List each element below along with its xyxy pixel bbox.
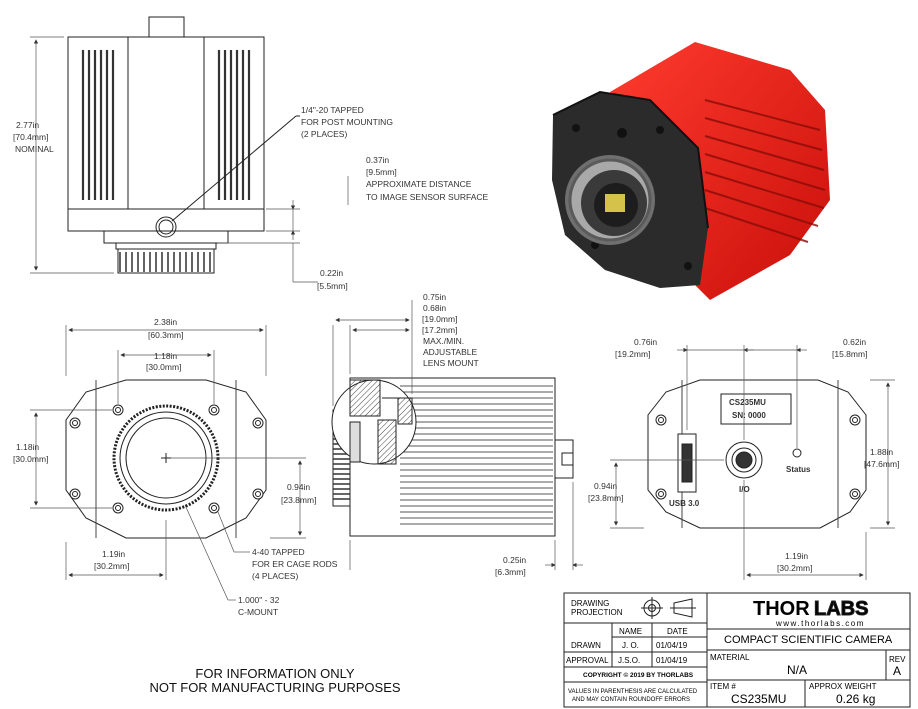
back-right-mm-label: [15.8mm]	[832, 349, 867, 359]
date-header: DATE	[667, 627, 688, 636]
back-right-in-label: 0.62in	[843, 337, 866, 347]
projection-line2: PROJECTION	[571, 608, 623, 617]
holes-mm-label: [30.0mm]	[146, 362, 181, 372]
front-view	[65, 379, 267, 539]
center-in-label: 0.94in	[287, 482, 310, 492]
width-mm-label: [60.3mm]	[148, 330, 183, 340]
values-line2: AND MAY CONTAIN ROUNDOFF ERRORS	[572, 697, 690, 703]
drawn-name: J. O.	[622, 641, 639, 650]
status-label: Status	[786, 465, 811, 474]
back-bottom-mm-label: [30.2mm]	[777, 563, 812, 573]
camera-render	[552, 42, 830, 300]
back-center-mm-label: [23.8mm]	[588, 493, 623, 503]
lens-max-mm-label: [19.0mm]	[422, 314, 457, 324]
thorlabs-logo-b: LABS	[814, 598, 868, 620]
rear-model-label: CS235MU	[729, 398, 766, 407]
lens-line2: ADJUSTABLE	[423, 347, 477, 357]
lens-min-in-label: 0.68in	[423, 303, 446, 313]
rods-line2: FOR ER CAGE RODS	[252, 559, 338, 569]
width-in-label: 2.38in	[154, 317, 177, 327]
lens-min-mm-label: [17.2mm]	[422, 325, 457, 335]
sensor-line1: APPROXIMATE DISTANCE	[366, 179, 472, 189]
drawn-date: 01/04/19	[656, 641, 688, 650]
lens-line3: LENS MOUNT	[423, 358, 479, 368]
material-label: MATERIAL	[710, 653, 750, 662]
back-left-mm-label: [19.2mm]	[615, 349, 650, 359]
info-note-line2: NOT FOR MANUFACTURING PURPOSES	[149, 680, 401, 695]
weight-value: 0.26 kg	[836, 692, 875, 706]
height-in-label: 2.77in	[16, 120, 39, 130]
rev-label: REV	[889, 655, 906, 664]
front-view-dimensions	[30, 325, 306, 601]
rear-serial-label: SN: 0000	[732, 411, 766, 420]
back-left-in-label: 0.76in	[634, 337, 657, 347]
sensor-mm-label: [9.5mm]	[366, 167, 397, 177]
back-h-in-label: 1.88in	[870, 447, 893, 457]
tapped-line2: FOR POST MOUNTING	[301, 117, 393, 127]
rev-value: A	[893, 664, 901, 678]
front-h-in-label: 1.18in	[16, 442, 39, 452]
mount-in-label: 0.22in	[320, 268, 343, 278]
side-section-view	[331, 377, 574, 537]
sensor-line2: TO IMAGE SENSOR SURFACE	[366, 192, 489, 202]
io-label: I/O	[739, 485, 750, 494]
weight-label: APPROX WEIGHT	[809, 682, 877, 691]
material-value: N/A	[787, 663, 807, 677]
thorlabs-logo-a: THOR	[753, 598, 810, 620]
drawing-title: COMPACT SCIENTIFIC CAMERA	[724, 634, 893, 646]
side-in-label: 0.25in	[503, 555, 526, 565]
name-header: NAME	[619, 627, 642, 636]
height-note-label: NOMINAL	[15, 144, 54, 154]
front-bottom-mm-label: [30.2mm]	[94, 561, 129, 571]
rear-view	[647, 379, 867, 529]
front-bottom-in-label: 1.19in	[102, 549, 125, 559]
rear-view-dimensions	[610, 345, 895, 580]
side-view-dimensions	[332, 300, 583, 570]
website-label: www.thorlabs.com	[775, 619, 865, 628]
top-view	[67, 16, 300, 274]
copyright-label: COPYRIGHT © 2019 BY THORLABS	[583, 671, 694, 679]
mount-mm-label: [5.5mm]	[317, 281, 348, 291]
rods-line1: 4-40 TAPPED	[252, 547, 305, 557]
lens-line1: MAX./MIN.	[423, 336, 464, 346]
tapped-line1: 1/4"-20 TAPPED	[301, 105, 364, 115]
holes-in-label: 1.18in	[154, 351, 177, 361]
sensor-in-label: 0.37in	[366, 155, 389, 165]
rods-line3: (4 PLACES)	[252, 571, 298, 581]
center-mm-label: [23.8mm]	[281, 495, 316, 505]
back-h-mm-label: [47.6mm]	[864, 459, 899, 469]
lens-max-in-label: 0.75in	[423, 292, 446, 302]
info-note: FOR INFORMATION ONLY NOT FOR MANUFACTURI…	[130, 667, 420, 695]
cmount-line1: 1.000" - 32	[238, 595, 280, 605]
usb-label: USB 3.0	[669, 499, 700, 508]
back-center-in-label: 0.94in	[594, 481, 617, 491]
side-mm-label: [6.3mm]	[495, 567, 526, 577]
projection-line1: DRAWING	[571, 599, 609, 608]
front-h-mm-label: [30.0mm]	[13, 454, 48, 464]
cmount-line2: C-MOUNT	[238, 607, 278, 617]
approval-name: J.S.O.	[618, 656, 640, 665]
info-note-line1: FOR INFORMATION ONLY	[195, 666, 355, 681]
top-view-dimensions	[30, 36, 349, 283]
height-mm-label: [70.4mm]	[13, 132, 48, 142]
drawn-label: DRAWN	[571, 641, 601, 650]
title-block	[563, 592, 911, 708]
tapped-line3: (2 PLACES)	[301, 129, 347, 139]
back-bottom-in-label: 1.19in	[785, 551, 808, 561]
values-line1: VALUES IN PARENTHESIS ARE CALCULATED	[568, 689, 698, 695]
item-value: CS235MU	[731, 692, 786, 706]
item-label: ITEM #	[710, 682, 736, 691]
approval-label: APPROVAL	[566, 656, 609, 665]
approval-date: 01/04/19	[656, 656, 688, 665]
